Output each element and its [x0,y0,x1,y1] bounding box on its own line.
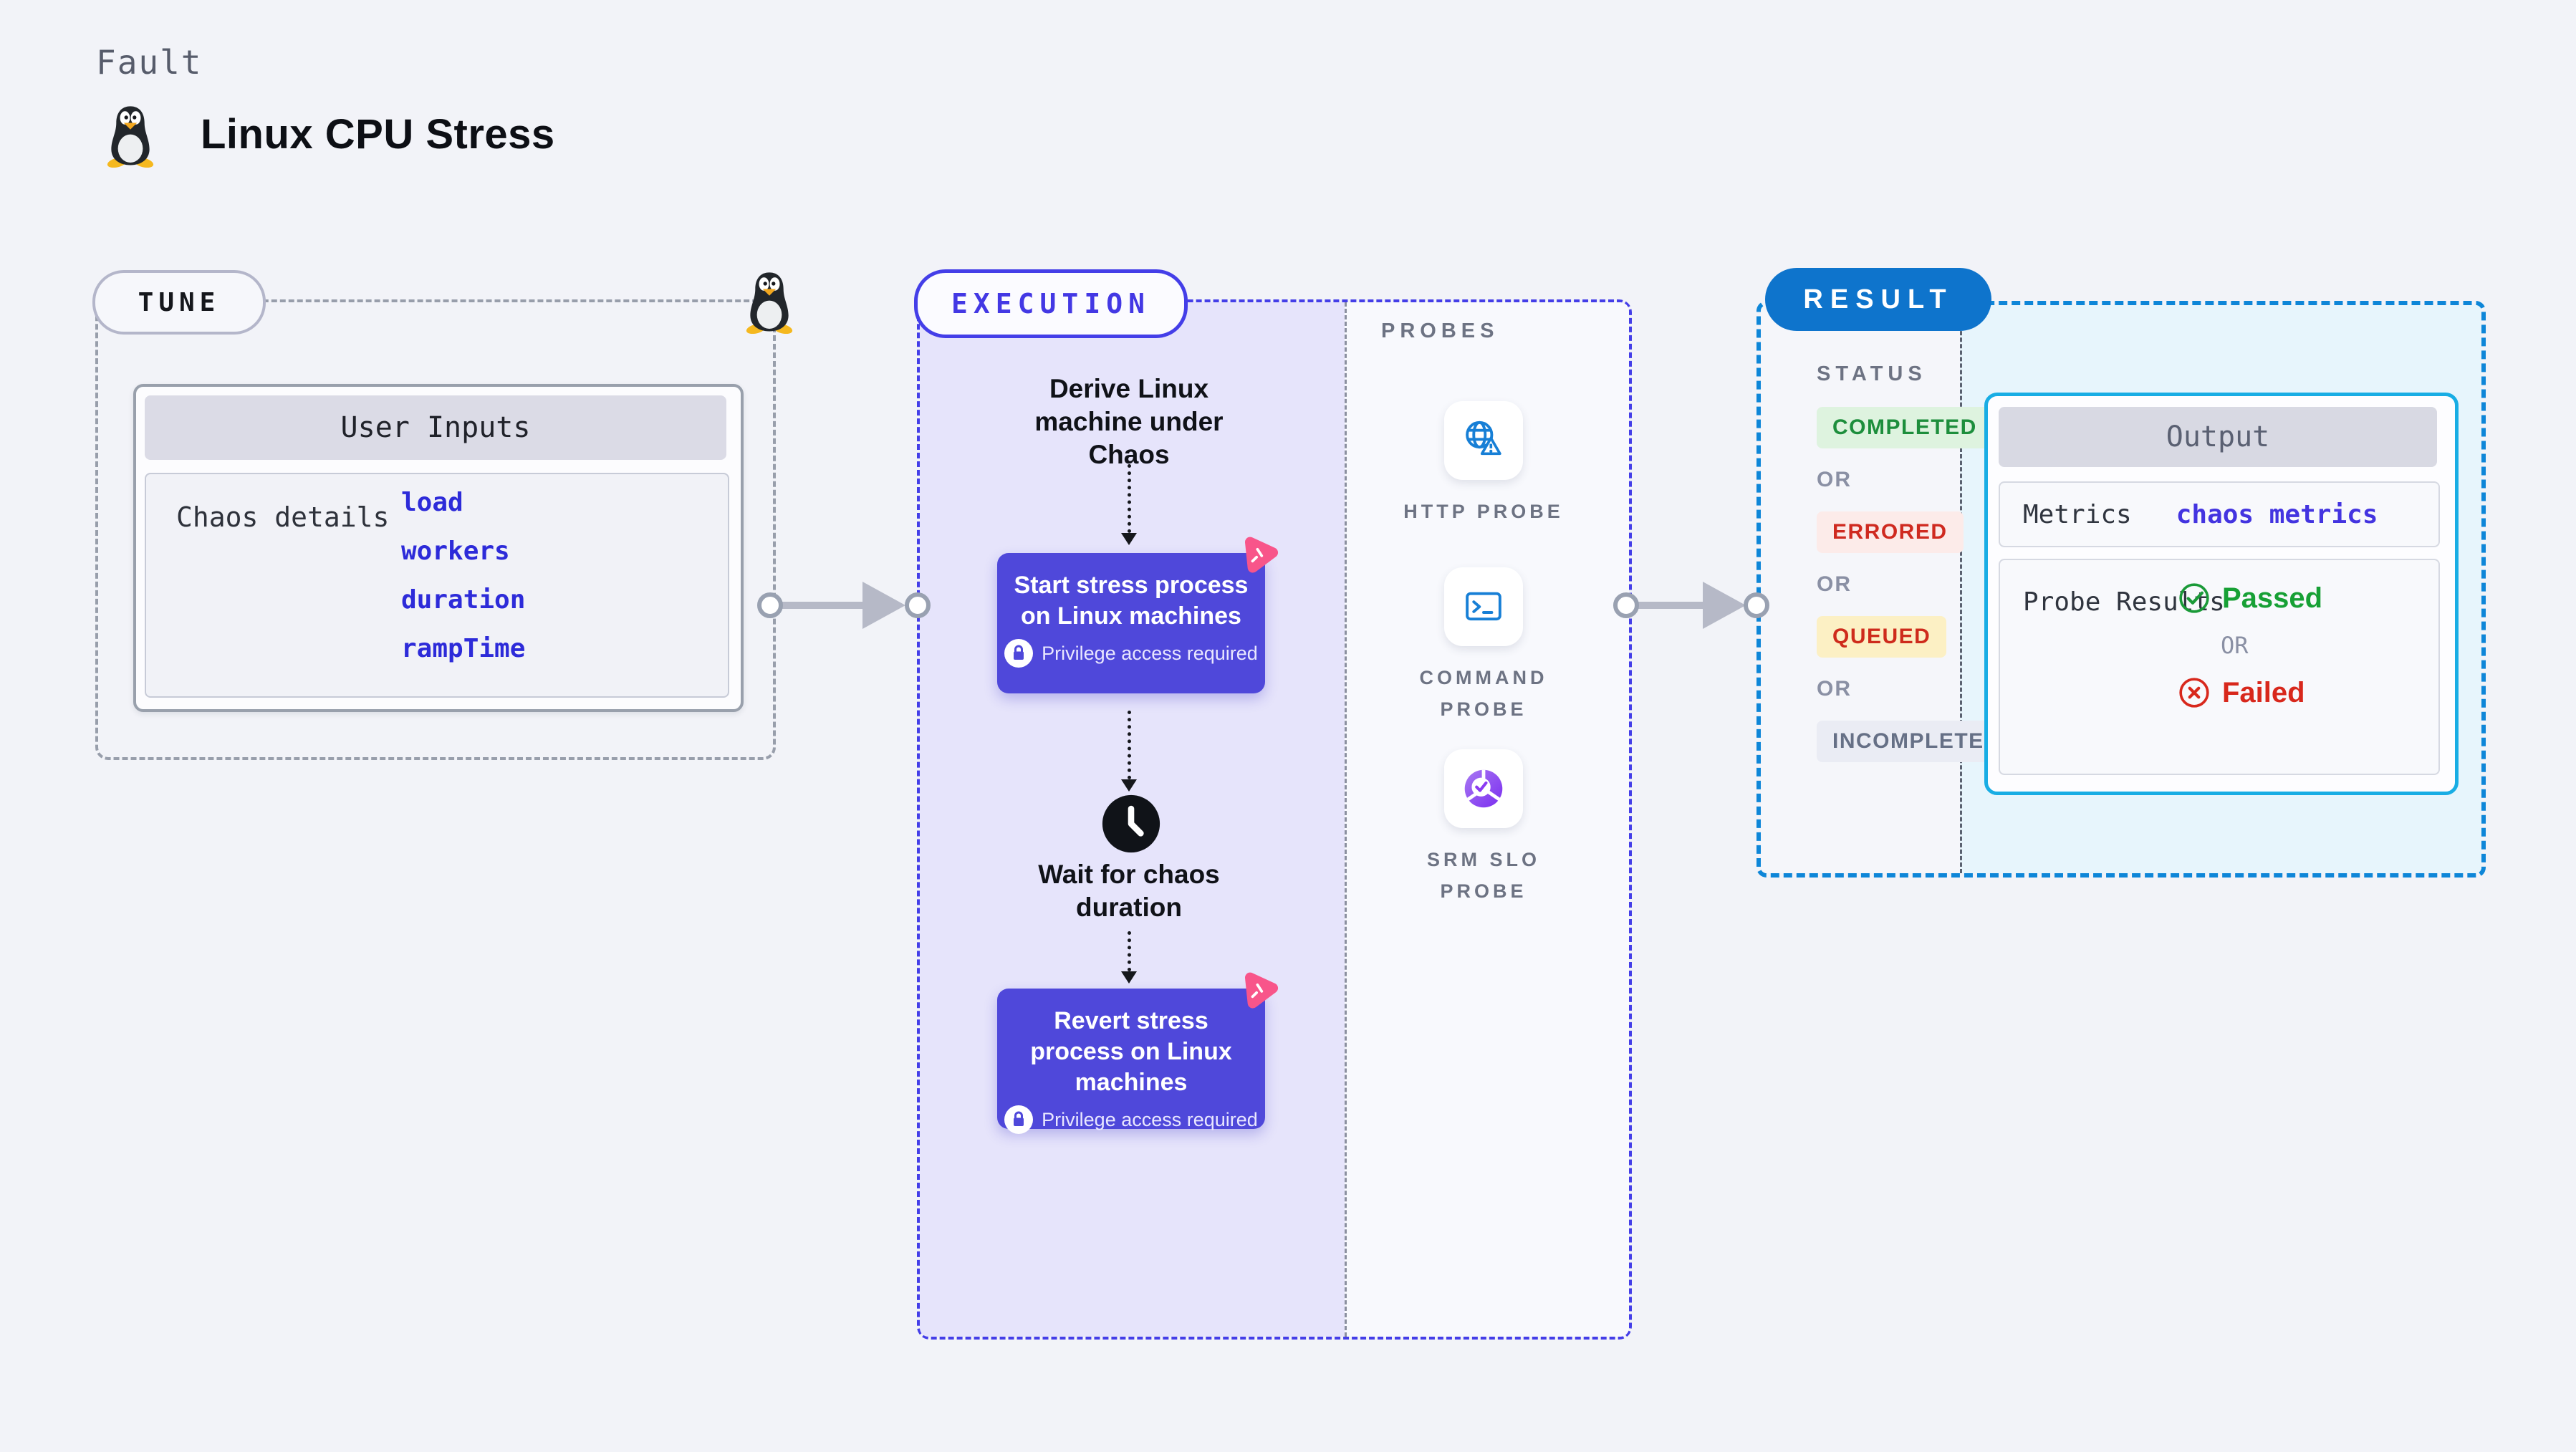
revert-stress-title: Revert stress process on Linux machines [1030,1007,1232,1096]
privilege-row: Privilege access required [1004,639,1258,668]
http-probe-label: HTTP PROBE [1403,501,1564,522]
connector-line [1629,602,1705,609]
output-title: Output [1999,407,2437,467]
chaos-input-list: load workers duration rampTime [401,487,525,665]
connector-arrowhead [1703,582,1746,629]
derive-step-title: Derive Linux machine under Chaos [1034,374,1224,469]
revert-stress-node: Revert stress process on Linux machines … [997,989,1265,1134]
execution-pill: EXECUTION [914,269,1188,338]
metrics-row: Metrics chaos metrics [1999,481,2440,547]
tune-pill: TUNE [92,270,266,335]
status-stack: COMPLETED OR ERRORED OR QUEUED OR INCOMP… [1817,407,2017,762]
input-link-load[interactable]: load [401,488,463,517]
privilege-note: Privilege access required [1042,642,1258,664]
lock-icon [1004,639,1034,668]
status-badge-completed: COMPLETED [1817,407,1993,448]
passed-row: Passed [2178,582,2322,615]
failed-row: Failed [2178,676,2322,709]
chaos-pinwheel-icon [1244,972,1279,1009]
terminal-icon [1466,592,1501,621]
command-probe-label: COMMAND PROBE [1419,667,1548,720]
chaos-pinwheel-icon [1244,537,1279,573]
clock-icon [1102,794,1160,853]
failed-label: Failed [2222,676,2305,708]
status-label: STATUS [1817,362,1927,385]
tux-penguin-icon [107,106,154,168]
flow-arrow-line [1128,931,1131,971]
probe-results-row: Probe Results Passed OR Failed [1999,559,2440,775]
start-stress-node: Start stress process on Linux machines P… [997,553,1265,693]
probes-label: PROBES [1381,319,1499,342]
connector-port [1613,592,1639,618]
chaos-details-panel [145,473,729,698]
or-label: OR [1817,468,1852,491]
flow-arrow-line [1128,464,1131,533]
status-badge-queued: QUEUED [1817,616,1947,658]
chaos-details-label: Chaos details [176,501,390,533]
flow-arrowhead-icon [1121,971,1137,984]
check-circle-icon [2179,583,2209,613]
connector-port [905,592,931,618]
lock-icon [1004,1105,1034,1134]
verdict-column: Passed OR Failed [2178,582,2322,709]
http-probe-card[interactable] [1444,401,1523,480]
flow-arrowhead-icon [1121,533,1137,545]
x-circle-icon [2179,678,2209,708]
status-area [1761,305,1960,873]
or-label: OR [2221,632,2249,659]
result-pill: RESULT [1765,268,1991,331]
tune-section-box [95,299,776,760]
page-title: Linux CPU Stress [201,111,555,158]
passed-label: Passed [2222,582,2323,614]
command-probe-card[interactable] [1444,567,1523,646]
srm-slo-probe-card[interactable] [1444,749,1523,828]
user-inputs-title: User Inputs [145,395,726,460]
connector-port [1744,592,1769,618]
connector-arrowhead [862,582,905,629]
connector-port [757,592,783,618]
input-link-workers[interactable]: workers [401,537,510,566]
or-label: OR [1817,677,1852,701]
metrics-value-link[interactable]: chaos metrics [2176,499,2378,529]
input-link-duration[interactable]: duration [401,585,526,615]
privilege-note: Privilege access required [1042,1108,1258,1130]
slo-donut-check-icon [1464,769,1503,808]
srm-slo-probe-label: SRM SLO PROBE [1426,849,1540,902]
fault-kicker: Fault [96,43,203,82]
privilege-row: Privilege access required [1004,1105,1258,1134]
flow-arrow-line [1128,711,1131,779]
wait-step-title: Wait for chaos duration [1038,860,1220,922]
flow-arrowhead-icon [1121,779,1137,792]
status-badge-incompleted: INCOMPLETED [1817,721,2017,762]
status-badge-errored: ERRORED [1817,511,1964,553]
tux-penguin-icon [746,272,793,334]
metrics-label: Metrics [2023,499,2132,529]
globe-warning-icon [1466,420,1501,456]
start-stress-title: Start stress process on Linux machines [1014,572,1249,630]
or-label: OR [1817,572,1852,596]
connector-line [772,602,865,609]
input-link-ramptime[interactable]: rampTime [401,634,526,663]
